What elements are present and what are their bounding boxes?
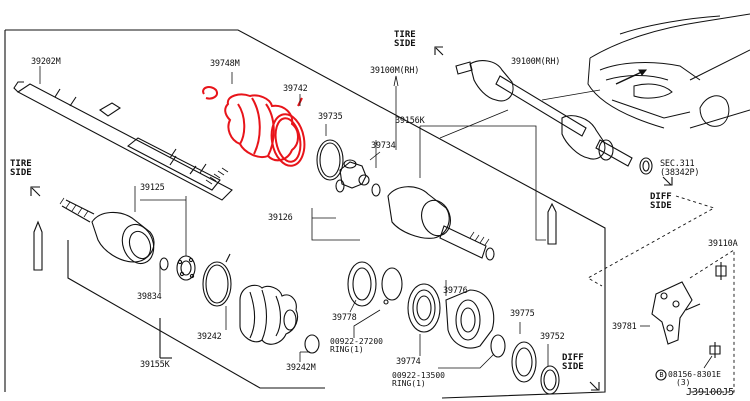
tripod-joint [335, 159, 370, 193]
outer-boot [239, 284, 299, 345]
part-label-39742: 39742 [283, 84, 308, 94]
bolt-39110A [715, 262, 727, 280]
dust-seal-39778 [347, 261, 377, 307]
vehicle-sketch [587, 13, 750, 129]
shaft-section-2 [126, 137, 221, 191]
part-label-39156K: 39156K [395, 116, 425, 126]
snap-ring-39735 [316, 139, 344, 181]
part-label-39748M: 39748M [210, 59, 240, 69]
assembly-bracket-lines [311, 75, 546, 241]
part-label-39202M: 39202M [31, 57, 61, 67]
part-label-39775: 39775 [510, 309, 535, 319]
part-label-39155K: 39155K [140, 360, 170, 370]
bollard-left [33, 220, 43, 271]
bolt-08156 [709, 342, 721, 358]
bolt-part-number: 08156-8301E [668, 370, 721, 379]
diff-side-arrow-bottom [589, 381, 600, 391]
seal-39752 [540, 365, 560, 395]
bolt-symbol-letter: B [659, 371, 664, 379]
highlight-leader-lines [140, 72, 381, 201]
leader-lines [39, 66, 310, 362]
ring-label-00922-27200: 00922-27200 [330, 337, 383, 346]
boot-band-tab [225, 253, 231, 263]
sec-311-label: SEC.311 [660, 159, 695, 169]
leader-lines-middle [349, 280, 549, 369]
ring-00922-27200 [381, 267, 403, 305]
bracket-39781 [651, 281, 701, 345]
ball-cage [176, 255, 196, 281]
boot-band-large [202, 261, 232, 307]
diagram-code: J39100J5 [686, 387, 735, 398]
diff-side-label-bottom: DIFF SIDE [562, 353, 584, 372]
diff-side-arrow-right [662, 176, 673, 186]
tire-side-label-left: TIRE SIDE [10, 159, 32, 178]
bollard-right [547, 202, 557, 245]
part-label-39125: 39125 [140, 183, 165, 193]
part-label-39100M-rh-assembly: 39100M(RH) [511, 57, 561, 67]
part-label-39834: 39834 [137, 292, 162, 302]
part-39834-ring [159, 257, 169, 271]
part-label-39776: 39776 [443, 286, 468, 296]
tire-side-label-top: TIRE SIDE [394, 30, 416, 49]
boot-band-small [304, 334, 320, 354]
outer-cv-joint [59, 197, 155, 265]
part-label-39734: 39734 [371, 141, 396, 151]
right-leader-lines [640, 325, 713, 369]
shaft-pointer-line [439, 109, 509, 139]
part-label-39100M-rh-main: 39100M(RH) [370, 66, 420, 76]
part-label-39781: 39781 [612, 322, 637, 332]
tire-side-arrow-left [30, 186, 41, 197]
group-bracket-bottom [67, 252, 325, 389]
bearing-39774 [407, 283, 441, 333]
seal-39775 [511, 341, 537, 383]
diff-side-label-right: DIFF SIDE [650, 192, 672, 211]
part-label-39735: 39735 [318, 112, 343, 122]
highlighted-boot-kit [202, 86, 306, 167]
inner-joint-housing [387, 186, 495, 261]
part-label-39126: 39126 [268, 213, 293, 223]
support-39776 [445, 289, 495, 349]
boot-band-large-inner [205, 264, 229, 304]
part-label-39752: 39752 [540, 332, 565, 342]
part-label-39242M: 39242M [286, 363, 316, 373]
dashed-connector [587, 195, 735, 393]
part-label-39778: 39778 [332, 313, 357, 323]
complete-drive-shaft [455, 60, 653, 175]
part-label-39242: 39242 [197, 332, 222, 342]
tire-side-arrow-top [434, 46, 444, 56]
part-label-39110A: 39110A [708, 239, 738, 249]
bolt-quantity: (3) [676, 378, 691, 387]
ring-label-qty-2: RING(1) [392, 379, 426, 388]
sec-311-ref-label: (38342P) [660, 168, 700, 178]
shaft-pointer-line-2 [541, 89, 601, 101]
bolt-b-symbol-circle [655, 369, 667, 381]
part-label-39774: 39774 [396, 357, 421, 367]
small-ring-39734 [371, 183, 381, 197]
inner-shaft [13, 81, 233, 201]
ring-label-qty-1: RING(1) [330, 345, 364, 354]
ring-00922-13500 [490, 334, 506, 358]
ring-label-00922-13500: 00922-13500 [392, 371, 445, 380]
